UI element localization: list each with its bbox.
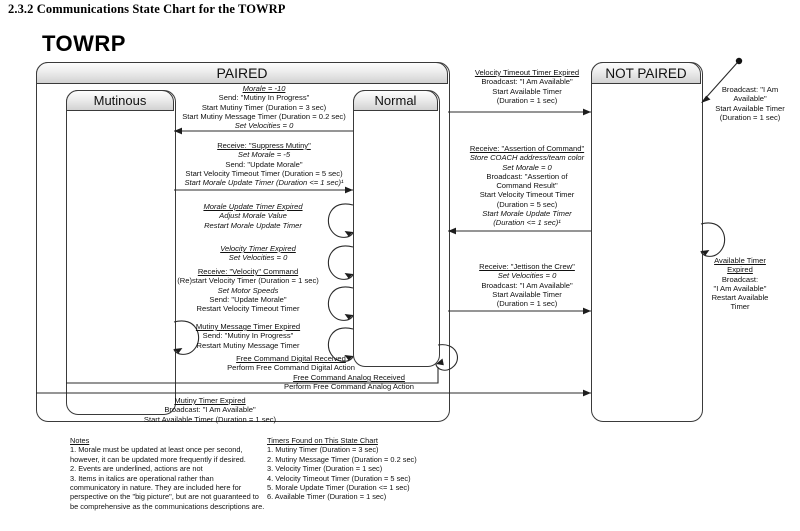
label-assertion-of-command-line5: Start Velocity Timeout Timer: [479, 190, 575, 200]
label-velocity-command-loop-event: Receive: "Velocity" Command: [197, 267, 299, 276]
notes-block: Notes 1. Morale must be updated at least…: [70, 436, 265, 511]
label-available-timer-expired: Available Timer Expired Broadcast: "I Am…: [690, 256, 790, 312]
label-suppress-mutiny-line1: Set Morale = -5: [237, 150, 291, 160]
label-initial-entry: Broadcast: "I Am Available" Start Availa…: [702, 85, 798, 122]
label-free-digital-loop: Free Command Digital Received Perform Fr…: [196, 354, 386, 373]
state-mutinous[interactable]: Mutinous: [66, 90, 176, 415]
timers-title: Timers Found on This State Chart: [267, 436, 378, 445]
label-jettison-the-crew-line2: Broadcast: "I Am Available": [481, 280, 573, 290]
section-heading: 2.3.2 Communications State Chart for the…: [8, 2, 286, 16]
timers-item-2: 2. Mutiny Message Timer (Duration = 0.2 …: [267, 454, 417, 464]
label-velocity-timeout-expired-actions: Broadcast: "I Am Available" Start Availa…: [481, 77, 573, 105]
state-paired-label: PAIRED: [216, 65, 268, 81]
state-not-paired-header: NOT PAIRED: [591, 62, 701, 84]
label-morale-update-loop-event: Morale Update Timer Expired: [203, 202, 303, 211]
label-jettison-the-crew-line4: (Duration = 1 sec): [496, 299, 558, 309]
label-suppress-mutiny: Receive: "Suppress Mutiny" Set Morale = …: [174, 141, 354, 187]
label-to-mutinous-actions: Send: "Mutiny In Progress" Start Mutiny …: [182, 93, 346, 121]
label-free-analog-loop: Free Command Analog Received Perform Fre…: [252, 373, 446, 392]
label-available-timer-expired-actions: Broadcast: "I Am Available" Restart Avai…: [711, 274, 769, 312]
label-velocity-timer-loop-actions: Set Velocities = 0: [228, 253, 288, 263]
label-jettison-the-crew-event: Receive: "Jettison the Crew": [479, 262, 575, 271]
label-assertion-of-command-line8: (Duration <= 1 sec)¹: [493, 218, 561, 228]
state-normal-body: [353, 90, 440, 367]
label-to-mutinous: Morale = -10 Send: "Mutiny In Progress" …: [174, 84, 354, 130]
label-morale-update-loop: Morale Update Timer Expired Adjust Moral…: [178, 202, 328, 230]
label-velocity-timer-loop-event: Velocity Timer Expired: [220, 244, 296, 253]
label-mutiny-message-loop: Mutiny Message Timer Expired Send: "Muti…: [173, 322, 323, 350]
label-free-digital-loop-actions: Perform Free Command Digital Action: [227, 363, 355, 373]
timers-item-6: 6. Available Timer (Duration = 1 sec): [267, 492, 387, 502]
label-assertion-of-command-line1: Store COACH address/team color: [469, 153, 585, 163]
label-velocity-timeout-expired-event: Velocity Timeout Timer Expired: [474, 68, 580, 77]
chart-title: TOWRP: [42, 31, 126, 56]
label-mutiny-timer-expired: Mutiny Timer Expired Broadcast: "I Am Av…: [110, 396, 310, 424]
label-suppress-mutiny-line3: Start Velocity Timeout Timer (Duration =…: [185, 168, 343, 178]
label-free-digital-loop-event: Free Command Digital Received: [236, 354, 346, 363]
state-normal-label: Normal: [374, 93, 417, 108]
label-suppress-mutiny-line4: Start Morale Update Timer (Duration <= 1…: [184, 178, 344, 188]
label-velocity-timer-loop: Velocity Timer Expired Set Velocities = …: [188, 244, 328, 263]
label-assertion-of-command-line6: (Duration = 5 sec): [496, 199, 558, 209]
label-mutiny-message-loop-actions: Send: "Mutiny In Progress" Restart Mutin…: [196, 331, 300, 350]
label-velocity-command-loop: Receive: "Velocity" Command (Re)start Ve…: [168, 267, 328, 313]
label-velocity-command-loop-line1: (Re)start Velocity Timer (Duration = 1 s…: [177, 276, 319, 286]
label-suppress-mutiny-event: Receive: "Suppress Mutiny": [217, 141, 311, 150]
label-jettison-the-crew-line1: Set Velocities = 0: [497, 271, 557, 281]
label-mutiny-message-loop-event: Mutiny Message Timer Expired: [195, 322, 301, 331]
label-free-analog-loop-event: Free Command Analog Received: [293, 373, 405, 382]
state-normal[interactable]: Normal: [353, 90, 440, 367]
notes-item-1: 1. Morale must be updated at least once …: [70, 445, 246, 464]
notes-item-2: 2. Events are underlined, actions are no…: [70, 464, 203, 474]
timers-item-5: 5. Morale Update Timer (Duration <= 1 se…: [267, 483, 410, 493]
state-not-paired-body: [591, 62, 703, 422]
label-assertion-of-command-line7: Start Morale Update Timer: [482, 209, 572, 219]
label-velocity-command-loop-line2: Set Motor Speeds: [217, 285, 279, 295]
label-assertion-of-command-line2: Set Morale = 0: [502, 162, 552, 172]
label-assertion-of-command-line4: Command Result": [496, 181, 558, 191]
label-suppress-mutiny-line2: Send: "Update Morale": [225, 159, 303, 169]
label-velocity-timeout-expired: Velocity Timeout Timer Expired Broadcast…: [463, 68, 591, 105]
state-mutinous-label: Mutinous: [93, 93, 147, 108]
state-not-paired-label: NOT PAIRED: [605, 65, 687, 81]
notes-title: Notes: [70, 436, 90, 445]
timers-item-3: 3. Velocity Timer (Duration = 1 sec): [267, 464, 383, 474]
state-paired-header: PAIRED: [36, 62, 448, 84]
label-assertion-of-command: Receive: "Assertion of Command" Store CO…: [464, 144, 590, 228]
timers-item-1: 1. Mutiny Timer (Duration = 3 sec): [267, 445, 379, 455]
timers-block: Timers Found on This State Chart 1. Muti…: [267, 436, 497, 502]
label-jettison-the-crew-line3: Start Available Timer: [492, 289, 562, 299]
label-mutiny-timer-expired-event: Mutiny Timer Expired: [174, 396, 246, 405]
state-mutinous-body: [66, 90, 176, 415]
label-morale-update-loop-actions: Adjust Morale Value Restart Morale Updat…: [204, 211, 302, 230]
label-free-analog-loop-actions: Perform Free Command Analog Action: [284, 382, 414, 392]
state-mutinous-header: Mutinous: [66, 90, 174, 111]
label-assertion-of-command-line3: Broadcast: "Assertion of: [486, 171, 568, 181]
label-initial-entry-actions: Broadcast: "I Am Available" Start Availa…: [715, 85, 785, 122]
label-to-mutinous-italic: Set Velocities = 0: [234, 121, 294, 131]
timers-item-4: 4. Velocity Timeout Timer (Duration = 5 …: [267, 473, 411, 483]
label-assertion-of-command-event: Receive: "Assertion of Command": [469, 144, 585, 153]
label-to-mutinous-event: Morale = -10: [242, 84, 286, 93]
state-normal-header: Normal: [353, 90, 438, 111]
label-available-timer-expired-event: Available Timer Expired: [714, 256, 766, 275]
state-not-paired[interactable]: NOT PAIRED: [591, 62, 703, 422]
label-mutiny-timer-expired-actions: Broadcast: "I Am Available" Start Availa…: [143, 405, 277, 424]
label-velocity-command-loop-line4: Restart Velocity Timeout Timer: [196, 304, 300, 314]
label-jettison-the-crew: Receive: "Jettison the Crew" Set Velocit…: [464, 262, 590, 308]
notes-item-3: 3. Items in italics are operational rath…: [70, 473, 265, 511]
label-velocity-command-loop-line3: Send: "Update Morale": [209, 294, 287, 304]
